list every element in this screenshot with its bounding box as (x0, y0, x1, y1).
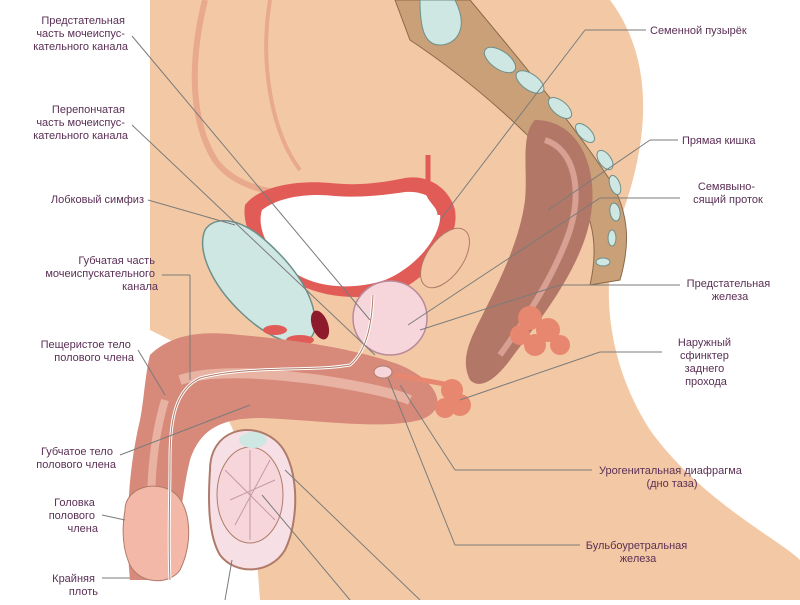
glans-organ (122, 485, 190, 582)
anal-sphincter-organ (510, 306, 570, 356)
labels-right: Семенной пузырёк Прямая кишка Семявыно- … (586, 25, 774, 565)
label-seminal-vesicle: Семенной пузырёк (650, 25, 747, 37)
label-foreskin: Крайняя плоть (52, 573, 98, 598)
spine (394, 0, 627, 286)
label-spongy-urethra: Губчатая часть мочеиспускательного канал… (45, 255, 159, 293)
labels-left: Предстательная часть мочеиспус- кательно… (33, 15, 159, 598)
label-urogenital-diaphragm: Урогенитальная диафрагма (дно таза) (599, 465, 745, 490)
label-membranous-urethra: Перепончатая часть мочеиспус- кательного… (33, 104, 129, 142)
bladder (244, 177, 456, 297)
label-corpus-cavernosum: Пещеристое тело полового члена (41, 339, 135, 364)
label-prostatic-urethra: Предстательная часть мочеиспус- кательно… (33, 15, 129, 53)
label-rectum: Прямая кишка (682, 135, 756, 147)
label-ejaculatory-duct: Семявыно- сящий проток (693, 181, 763, 206)
label-prostate: Предстательная железа (687, 278, 774, 303)
pelvis-body (150, 0, 800, 600)
bulb (435, 379, 471, 418)
label-glans: Головка полового члена (49, 497, 99, 535)
seminal-vesicle-organ (420, 227, 470, 289)
penis (122, 294, 438, 582)
testis (208, 429, 297, 571)
label-corpus-spongiosum: Губчатое тело полового члена (36, 446, 117, 471)
label-anal-sphincter: Наружный сфинктер заднего прохода (678, 337, 734, 388)
label-bulbourethral-gland: Бульбоуретральная железа (586, 540, 691, 565)
label-pubic-symphysis: Лобковый симфиз (51, 194, 144, 206)
leader-lines (101, 29, 680, 601)
rectum-organ (465, 120, 593, 384)
